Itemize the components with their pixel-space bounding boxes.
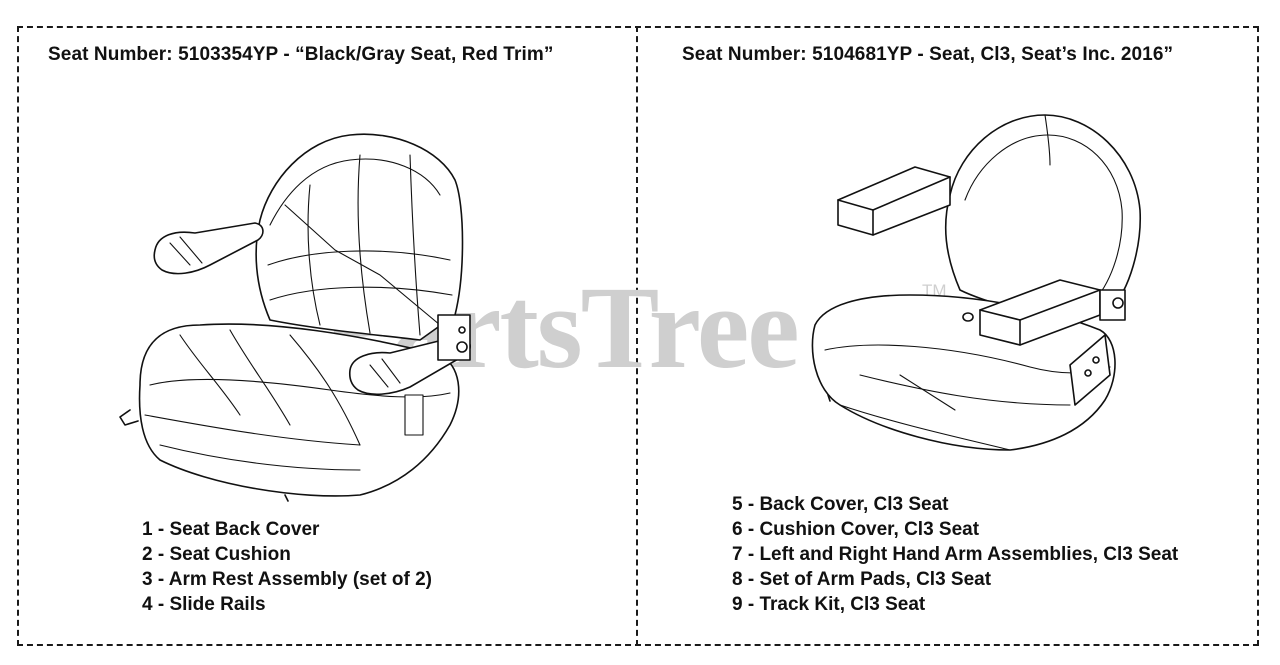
parts-list-item: 1 - Seat Back Cover: [142, 519, 320, 540]
parts-list-item: 6 - Cushion Cover, Cl3 Seat: [732, 519, 980, 540]
seat-illustration-right: [811, 114, 1142, 451]
right-track-kit: [1099, 289, 1126, 321]
left-slide-rails: [119, 409, 139, 426]
left-panel-title: Seat Number: 5103354YP - “Black/Gray Sea…: [48, 44, 554, 65]
parts-list-item: 9 - Track Kit, Cl3 Seat: [732, 594, 926, 615]
left-parts-list: 1 - Seat Back Cover 2 - Seat Cushion 3 -…: [142, 517, 432, 617]
seat-illustration-left: [119, 133, 471, 502]
diagram-frame: [17, 26, 1259, 646]
right-seat-back: [944, 114, 1142, 321]
parts-list-item: 4 - Slide Rails: [142, 594, 266, 615]
right-panel-title: Seat Number: 5104681YP - Seat, Cl3, Seat…: [682, 44, 1174, 65]
panel-divider: [636, 26, 638, 646]
parts-list-item: 3 - Arm Rest Assembly (set of 2): [142, 569, 433, 590]
right-parts-list: 5 - Back Cover, Cl3 Seat 6 - Cushion Cov…: [732, 492, 1178, 617]
parts-list-item: 8 - Set of Arm Pads, Cl3 Seat: [732, 569, 992, 590]
left-arm-rest-left: [153, 222, 264, 275]
parts-list-item: 7 - Left and Right Hand Arm Assemblies, …: [732, 544, 1179, 565]
parts-list-item: 5 - Back Cover, Cl3 Seat: [732, 494, 949, 515]
parts-list-item: 2 - Seat Cushion: [142, 544, 291, 565]
